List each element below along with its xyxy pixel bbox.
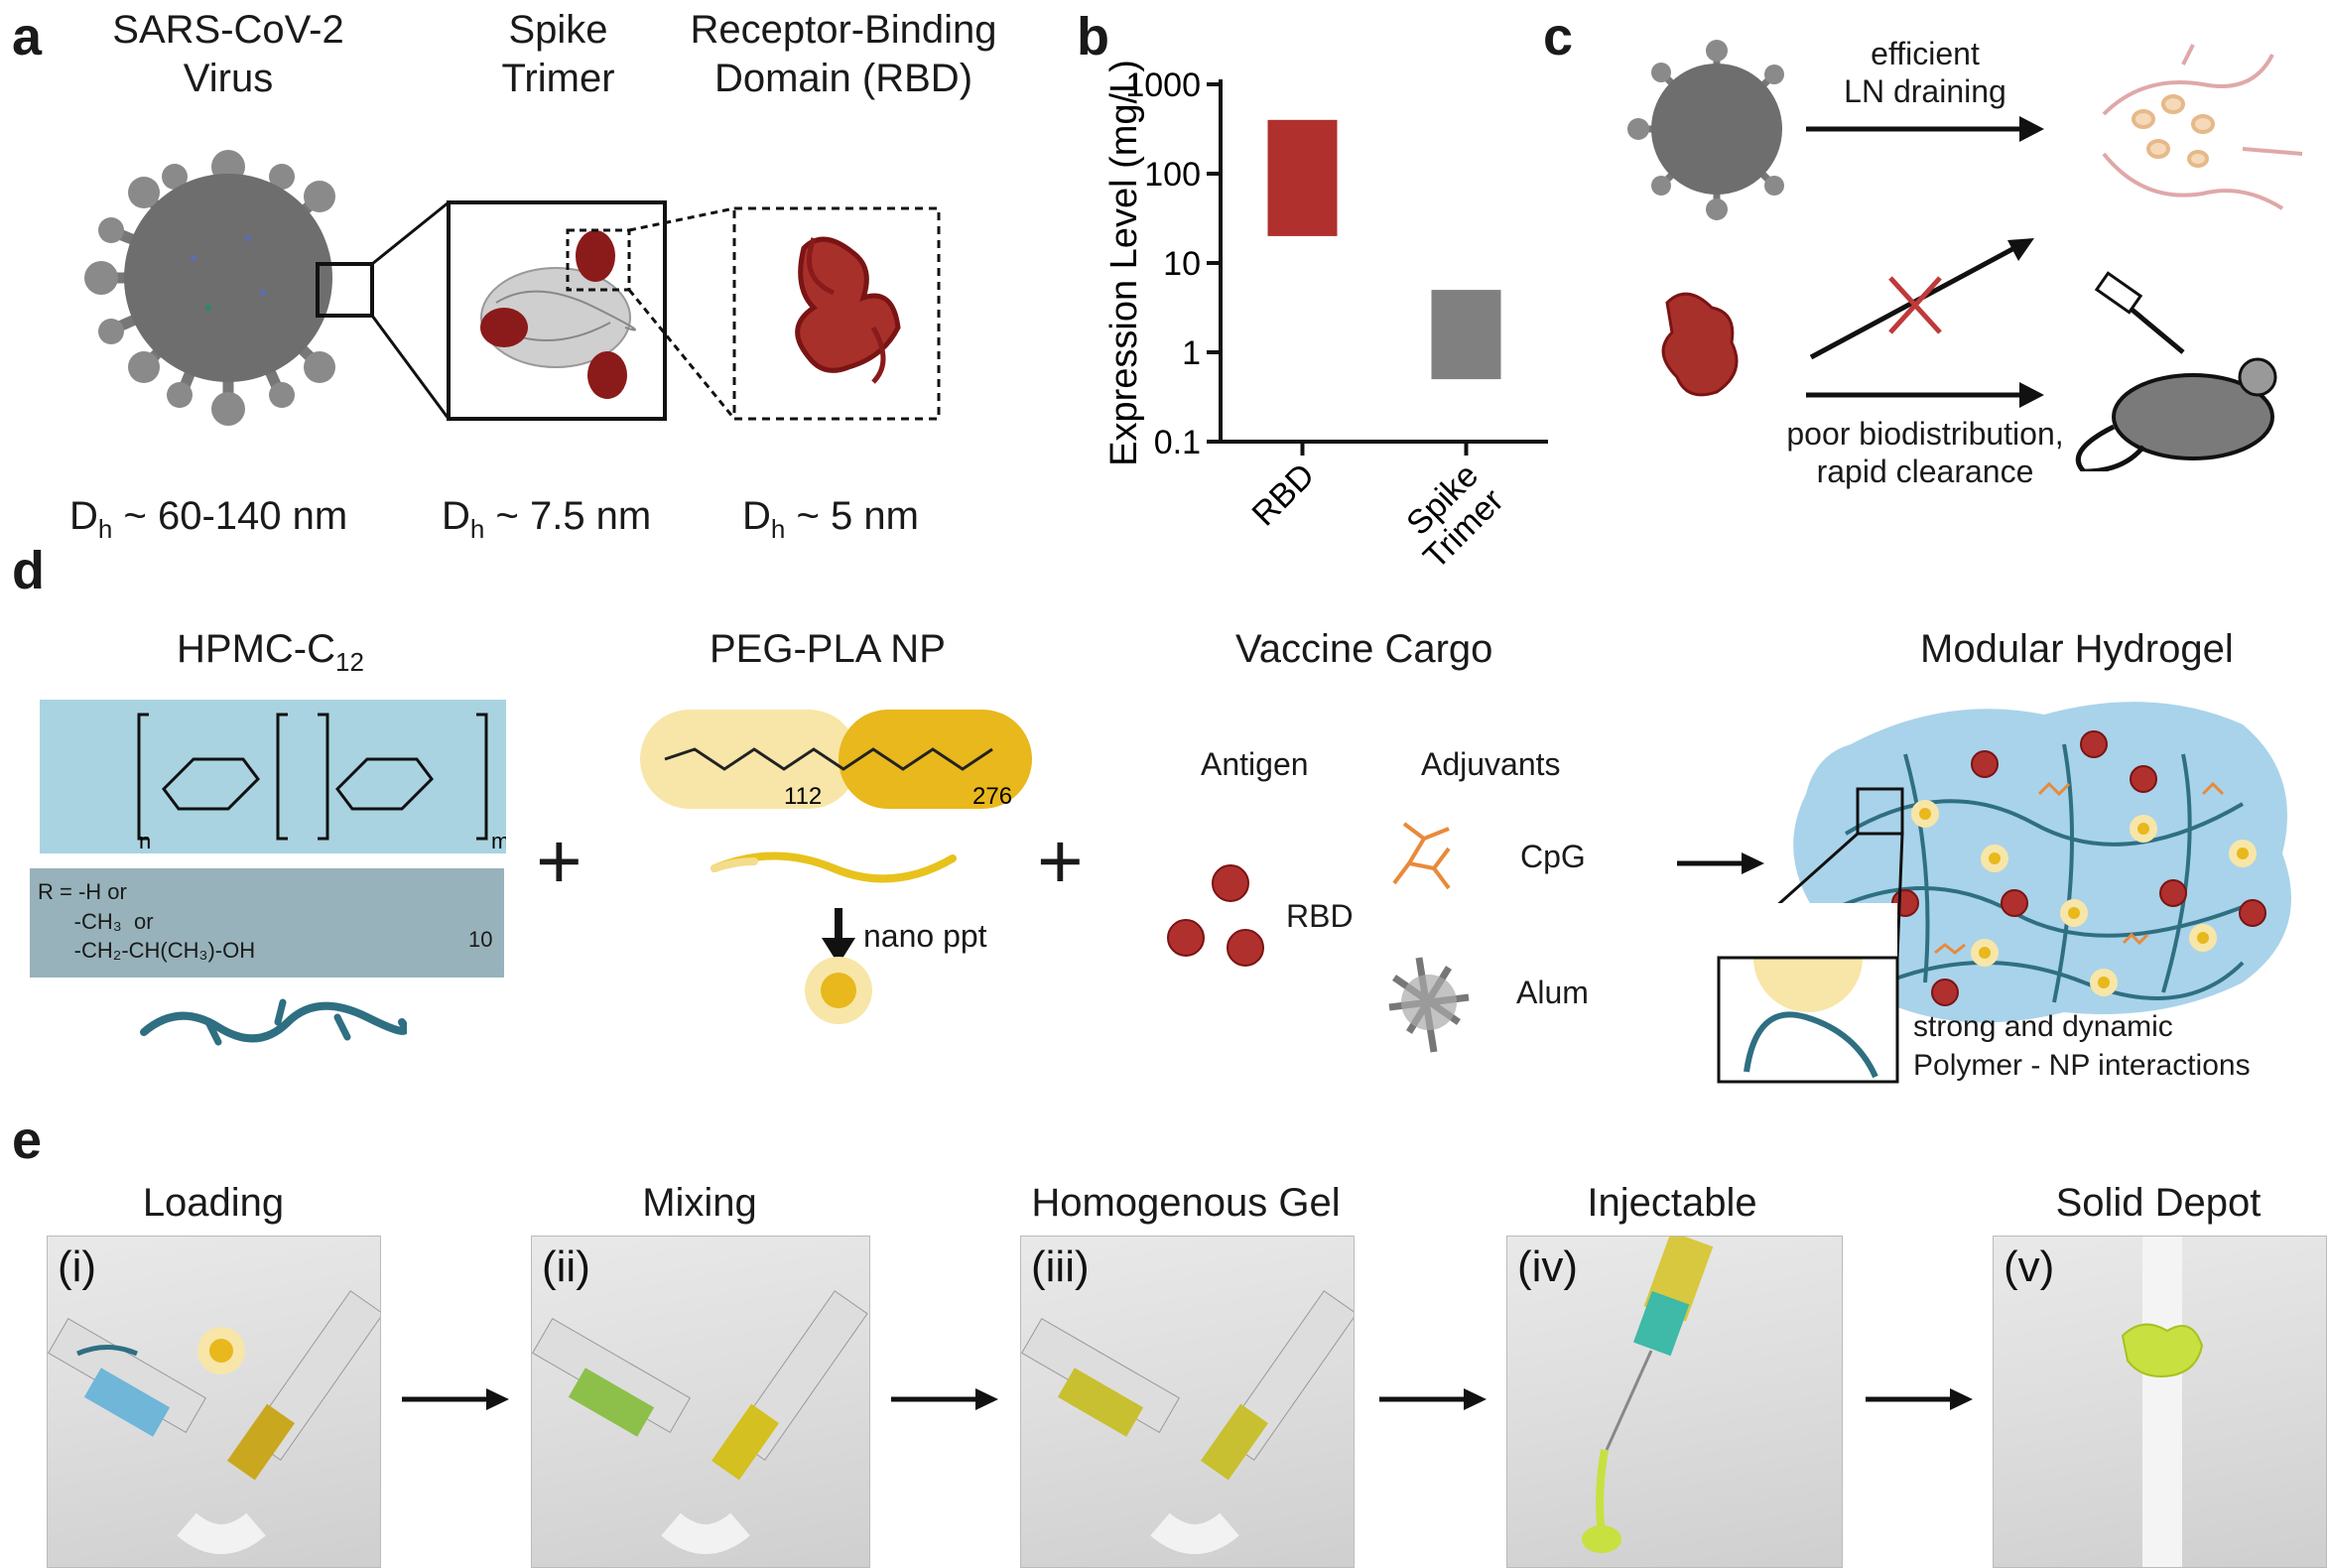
process-arrow-d bbox=[1677, 852, 1764, 874]
interactions-label: strong and dynamic Polymer - NP interact… bbox=[1913, 1010, 2251, 1082]
antigen-label: Antigen bbox=[1201, 746, 1309, 782]
panel-b-letter: b bbox=[1077, 7, 1109, 66]
hpmc-chain-sub: 10 bbox=[468, 927, 493, 952]
vaccine-cargo-title: Vaccine Cargo bbox=[1235, 627, 1493, 671]
panel-e-letter: e bbox=[12, 1111, 43, 1170]
hpmc-r-label: R = -H or -CH₃ or -CH₂-CH(CH₃)-OH bbox=[38, 879, 256, 964]
lymph-node-icon bbox=[2102, 44, 2303, 210]
photo-label-v: (v) bbox=[2004, 1242, 2055, 1291]
hpmc-structure-icon: n m bbox=[137, 713, 506, 853]
peg-pla-structure-icon: 112 276 bbox=[640, 710, 1032, 1024]
dh-spike: Dh ~ 7.5 nm bbox=[442, 494, 652, 544]
panel-a-letter: a bbox=[12, 7, 43, 66]
plus-sign-2: + bbox=[1037, 817, 1084, 905]
hpmc-polymer-icon bbox=[140, 998, 407, 1046]
panel-d-letter: d bbox=[12, 541, 45, 600]
injecting-syringe-icon bbox=[1582, 1237, 1714, 1553]
photo-label-i: (i) bbox=[58, 1242, 97, 1291]
peg-n2: 276 bbox=[972, 783, 1012, 810]
cpg-label: CpG bbox=[1520, 839, 1586, 874]
alum-label: Alum bbox=[1516, 975, 1589, 1010]
syringe-pair-icon bbox=[532, 1290, 868, 1554]
x-tick-label: RBD bbox=[1245, 457, 1323, 534]
cpg-icon bbox=[1392, 822, 1451, 890]
photo-label-iv: (iv) bbox=[1517, 1242, 1579, 1291]
hpmc-n-sub: n bbox=[139, 829, 151, 853]
cargo-icons bbox=[1167, 822, 1470, 1053]
plus-sign-1: + bbox=[536, 817, 582, 905]
panel-c-illustration bbox=[1627, 40, 2303, 471]
photo-loading: (i) bbox=[47, 1236, 381, 1568]
photo-injectable: (iv) bbox=[1506, 1236, 1843, 1568]
y-axis-label: Expression Level (mg/L) bbox=[1103, 60, 1145, 466]
photo-label-ii: (ii) bbox=[542, 1242, 590, 1291]
step-title-homogenous-gel: Homogenous Gel bbox=[1031, 1181, 1341, 1225]
syringe-pair-icon bbox=[1021, 1290, 1354, 1554]
photo-homogenous-gel: (iii) bbox=[1020, 1236, 1355, 1568]
nano-ppt-label: nano ppt bbox=[863, 918, 987, 954]
adjuvants-label: Adjuvants bbox=[1421, 746, 1561, 782]
depot-icon bbox=[2121, 1237, 2204, 1567]
syringe-pair-icon bbox=[48, 1290, 380, 1554]
step-title-mixing: Mixing bbox=[642, 1181, 757, 1225]
hpmc-m-sub: m bbox=[491, 829, 506, 853]
y-tick-label: 10 bbox=[1163, 245, 1201, 283]
rbd-small-icon bbox=[1661, 292, 1739, 397]
spike-trimer-icon bbox=[480, 230, 636, 399]
bar-0 bbox=[1267, 119, 1338, 236]
spike-title: Spike Trimer bbox=[501, 8, 615, 100]
alum-icon bbox=[1388, 957, 1470, 1053]
y-tick-label: 100 bbox=[1144, 156, 1201, 194]
y-tick-label: 1 bbox=[1182, 334, 1201, 372]
hpmc-title: HPMC-C12 bbox=[177, 627, 364, 677]
arrow-e-3 bbox=[1379, 1388, 1487, 1410]
bar-1 bbox=[1431, 290, 1501, 380]
rbd-title: Receptor-Binding Domain (RBD) bbox=[690, 8, 997, 100]
peg-n1: 112 bbox=[784, 783, 822, 810]
virus-title: SARS-CoV-2 Virus bbox=[112, 8, 344, 100]
efficient-ln-label: efficient LN draining bbox=[1844, 36, 2006, 110]
mouse-icon bbox=[2075, 271, 2277, 471]
rbd-structure-icon bbox=[795, 236, 901, 384]
step-title-loading: Loading bbox=[142, 1181, 285, 1225]
rbd-cargo-label: RBD bbox=[1286, 898, 1354, 934]
peg-pla-title: PEG-PLA NP bbox=[710, 627, 946, 671]
y-tick-label: 0.1 bbox=[1154, 424, 1201, 461]
arrow-e-4 bbox=[1866, 1388, 1973, 1410]
photo-label-iii: (iii) bbox=[1031, 1242, 1090, 1291]
x-tick-label: SpikeTrimer bbox=[1391, 457, 1511, 576]
rbd-particles-icon bbox=[1167, 864, 1264, 967]
step-title-injectable: Injectable bbox=[1587, 1181, 1757, 1225]
dh-virus: Dh ~ 60-140 nm bbox=[69, 494, 348, 544]
hydrogel-icon bbox=[1717, 702, 2291, 1084]
arrow-e-2 bbox=[891, 1388, 998, 1410]
dh-rbd: Dh ~ 5 nm bbox=[742, 494, 919, 544]
photo-mixing: (ii) bbox=[531, 1236, 870, 1568]
step-title-solid-depot: Solid Depot bbox=[2055, 1181, 2262, 1225]
y-tick-label: 1000 bbox=[1125, 66, 1201, 104]
panel-c-letter: c bbox=[1543, 7, 1574, 66]
panel-a-illustration bbox=[84, 150, 941, 426]
arrow-e-1 bbox=[402, 1388, 509, 1410]
hpmc-r-box bbox=[30, 868, 504, 978]
photo-solid-depot: (v) bbox=[1993, 1236, 2327, 1568]
modular-hydrogel-title: Modular Hydrogel bbox=[1920, 627, 2234, 671]
poor-biodistribution-label: poor biodistribution, rapid clearance bbox=[1786, 416, 2064, 490]
